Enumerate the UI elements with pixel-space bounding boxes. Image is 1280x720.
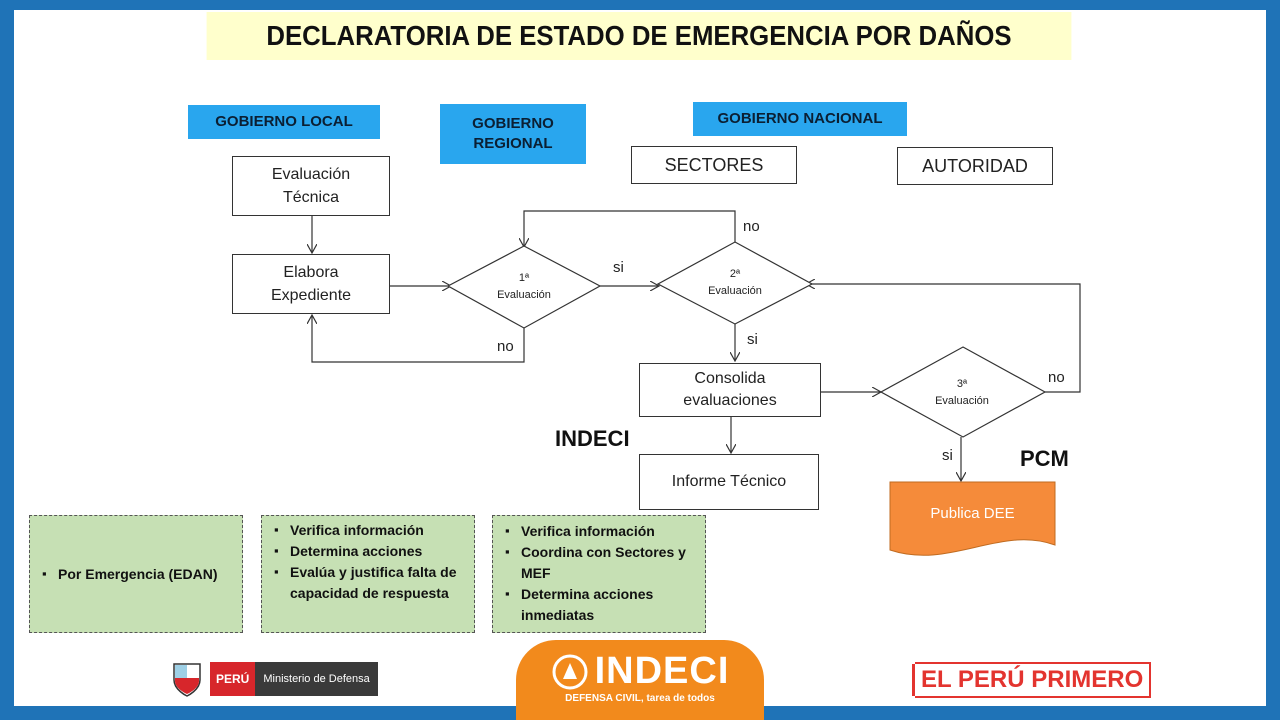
- edge-label-no-2: no: [743, 218, 760, 235]
- level-gobierno-nacional: GOBIERNO NACIONAL: [693, 102, 907, 136]
- eval2-number: 2ª: [729, 268, 741, 280]
- logo-ministerio-defensa: PERÚ Ministerio de Defensa: [170, 660, 378, 698]
- indeci-wordmark: INDECI: [594, 650, 730, 692]
- eval1-text: Evaluación: [497, 288, 551, 301]
- note-nacional-item: Verifica información: [505, 521, 699, 542]
- level-gobierno-local: GOBIERNO LOCAL: [188, 105, 380, 139]
- edge-eval3-no-back: [807, 284, 1081, 393]
- edge-label-si-2: si: [747, 331, 758, 348]
- label-eval2: 2ª Evaluación: [695, 266, 775, 299]
- level-gobierno-regional: GOBIERNO REGIONAL: [440, 104, 586, 164]
- peru-shield-icon: [173, 663, 201, 697]
- ministerio-label: Ministerio de Defensa: [263, 673, 370, 685]
- node-consolida: Consolida evaluaciones: [639, 363, 821, 417]
- level-regional-line1: GOBIERNO: [472, 114, 554, 132]
- label-eval3: 3ª Evaluación: [922, 376, 1002, 409]
- edge-label-si-1: si: [613, 259, 624, 276]
- actor-pcm: PCM: [1020, 446, 1069, 471]
- node-elabora-line1: Elabora: [283, 263, 339, 281]
- peru-label: PERÚ: [210, 662, 256, 696]
- node-elabora-line2: Expediente: [270, 287, 352, 304]
- eval2-text: Evaluación: [708, 284, 762, 297]
- actor-indeci: INDECI: [555, 426, 630, 451]
- publica-document-shape: [889, 481, 1056, 556]
- note-nacional-item: Coordina con Sectores y MEF: [505, 542, 699, 584]
- label-eval1: 1ª Evaluación: [484, 270, 564, 303]
- eval3-number: 3ª: [956, 378, 968, 390]
- node-evaluacion-line2: Técnica: [282, 189, 340, 206]
- indeci-tagline: DEFENSA CIVIL, tarea de todos: [565, 693, 715, 704]
- edge-label-no-1: no: [497, 338, 514, 355]
- slogan-text: EL PERÚ PRIMERO: [915, 662, 1152, 698]
- diamond-eval2: [656, 241, 814, 325]
- note-nacional-item: Determina acciones inmediatas: [505, 584, 699, 626]
- node-evaluacion-line1: Evaluación: [271, 165, 351, 183]
- node-informe-tecnico: Informe Técnico: [639, 454, 819, 510]
- note-regional: Verifica información Determina acciones …: [261, 515, 475, 633]
- node-evaluacion-tecnica: Evaluación Técnica: [232, 156, 390, 216]
- note-local-item: Por Emergencia (EDAN): [42, 564, 218, 585]
- eval3-text: Evaluación: [935, 394, 989, 407]
- slogan-left-bar: [912, 664, 915, 696]
- eval1-number: 1ª: [518, 272, 530, 284]
- header-autoridad: AUTORIDAD: [897, 147, 1053, 185]
- node-elabora-expediente: Elabora Expediente: [232, 254, 390, 314]
- indeci-emblem-icon: [552, 654, 588, 689]
- header-sectores: SECTORES: [631, 146, 797, 184]
- edge-eval2-no-back: [524, 210, 736, 246]
- node-consolida-line2: evaluaciones: [683, 392, 777, 409]
- node-consolida-line1: Consolida: [694, 370, 766, 388]
- node-publica-dee: Publica DEE: [930, 505, 1015, 522]
- logo-el-peru-primero: EL PERÚ PRIMERO: [912, 662, 1152, 698]
- note-regional-item: Evalúa y justifica falta de capacidad de…: [274, 562, 468, 604]
- diamond-eval3: [879, 346, 1047, 438]
- edge-label-no-3: no: [1048, 369, 1065, 386]
- note-local: Por Emergencia (EDAN): [29, 515, 243, 633]
- page-title: DECLARATORIA DE ESTADO DE EMERGENCIA POR…: [206, 12, 1072, 60]
- logo-indeci: INDECI DEFENSA CIVIL, tarea de todos: [516, 640, 764, 720]
- note-nacional: Verifica información Coordina con Sector…: [492, 515, 706, 633]
- ministerio-banner: PERÚ Ministerio de Defensa: [210, 662, 378, 696]
- note-regional-item: Determina acciones: [274, 541, 468, 562]
- edge-eval1-no-back: [312, 316, 525, 363]
- edge-label-si-3: si: [942, 447, 953, 464]
- level-regional-line2: REGIONAL: [473, 135, 553, 152]
- diamond-eval1: [446, 245, 602, 329]
- note-regional-item: Verifica información: [274, 520, 468, 541]
